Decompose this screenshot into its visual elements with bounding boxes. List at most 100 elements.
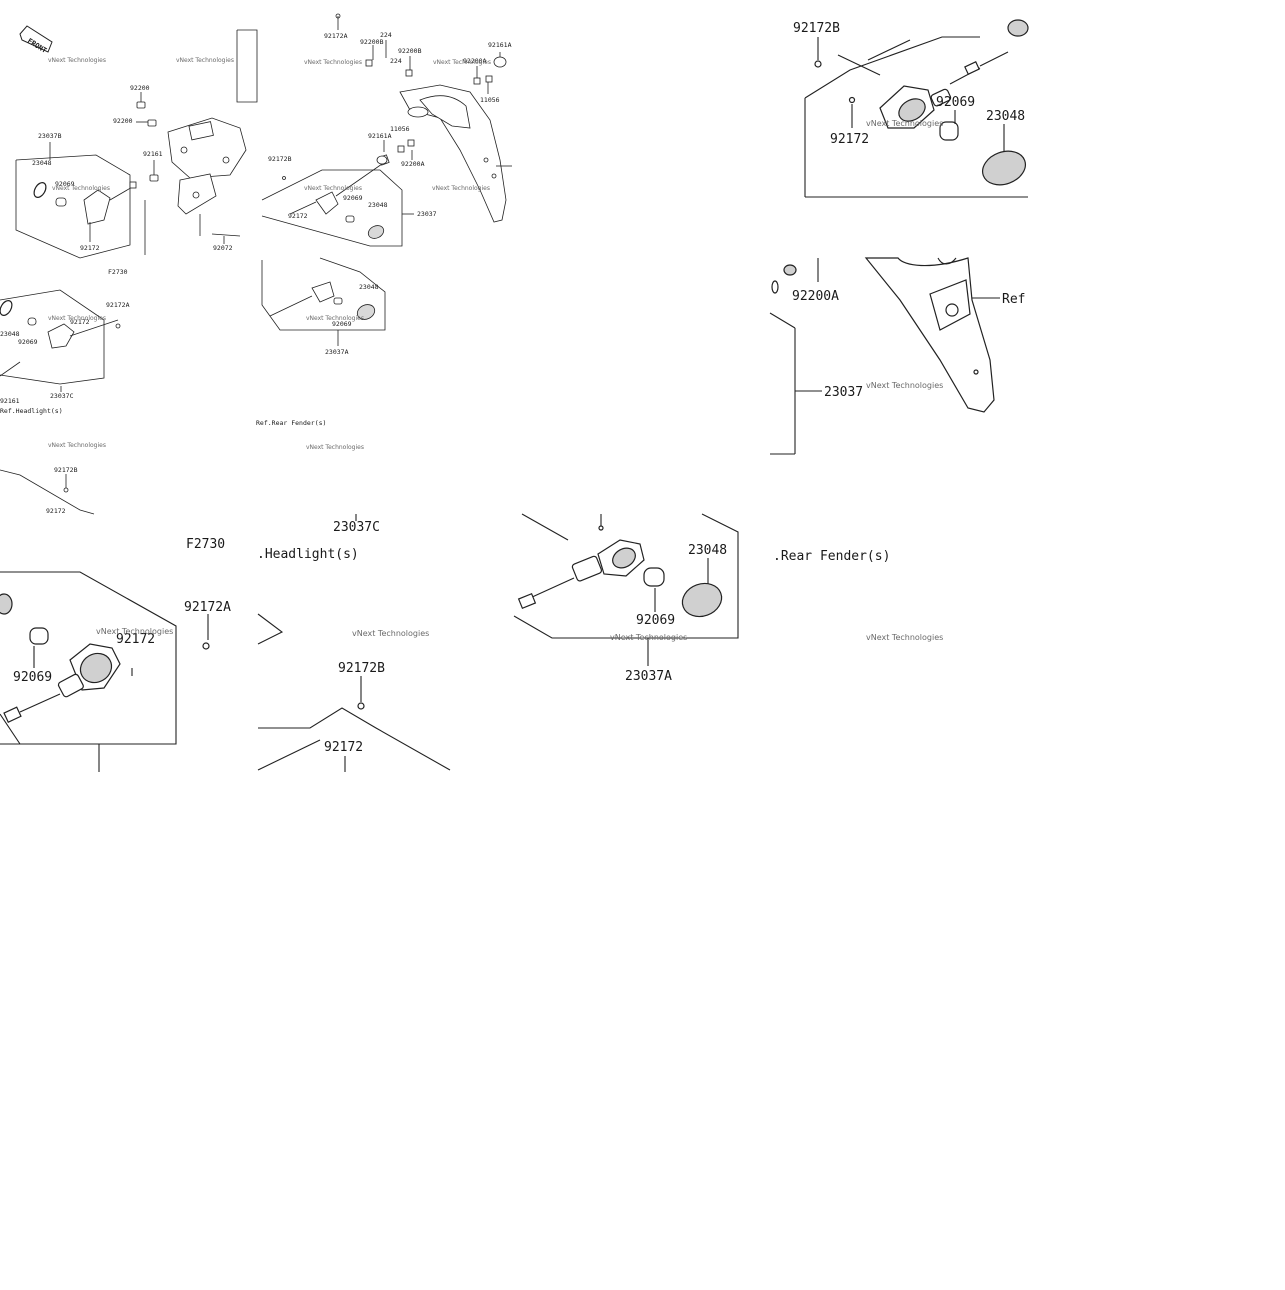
- frame-23037b: [15, 154, 131, 259]
- label-23048-c: 23048: [359, 283, 379, 291]
- turn-signal-23037c-part: [0, 300, 119, 377]
- label-23037b: 23037B: [38, 132, 62, 140]
- watermark: vNext Technologies: [96, 627, 173, 636]
- label-23037c: 23037C: [50, 392, 74, 400]
- label-224-b: 224: [390, 57, 402, 65]
- fastener-markers: [63, 13, 507, 493]
- label-92200b-b: 92200B: [398, 47, 422, 55]
- label-11056: 11056: [480, 96, 500, 104]
- watermark: vNext Technologies: [306, 315, 364, 322]
- watermark: vNext Technologies: [433, 59, 491, 66]
- watermark: vNext Technologies: [866, 119, 943, 128]
- overview-diagram: FRONT: [0, 13, 512, 515]
- label-92161a: 92161A: [488, 41, 512, 49]
- zoom-bm-label-92172: 92172: [324, 740, 363, 755]
- zoom-bm-label-92172b: 92172B: [338, 661, 385, 676]
- zoom-bl-label-92172a: 92172A: [184, 600, 231, 615]
- turn-signal-zoom-23037c-part: [0, 593, 210, 723]
- frame-23037: [261, 169, 403, 247]
- label-92172-d: 92172: [46, 507, 66, 515]
- rear-fender-part: [399, 84, 512, 223]
- watermark: vNext Technologies: [866, 381, 943, 390]
- zoom-top-right: 92172B 92069 23048 92172 vNext Technolog…: [793, 19, 1029, 198]
- label-92172a-b: 92172A: [106, 301, 130, 309]
- front-arrow-icon: FRONT: [19, 25, 53, 55]
- label-92172-b: 92172: [288, 212, 308, 220]
- label-224: 224: [380, 31, 392, 39]
- zoom-bm-label-23037c: 23037C: [333, 520, 380, 535]
- label-92200a-b: 92200A: [401, 160, 425, 168]
- label-92161a-b: 92161A: [368, 132, 392, 140]
- turn-signal-zoom-23037a-part: [517, 525, 723, 618]
- zoom-bc-label-92069: 92069: [636, 613, 675, 628]
- zoom-bl-label-92172: 92172: [116, 632, 155, 647]
- zoom-bl-label-f2730: F2730: [186, 537, 225, 552]
- leader-lines: [49, 16, 501, 488]
- label-92172-c: 92172: [70, 318, 90, 326]
- overview-watermarks: vNext Technologies vNext Technologies vN…: [48, 57, 491, 451]
- zoom-bottom-right: .Rear Fender(s) vNext Technologies: [773, 549, 943, 642]
- label-92069: 92069: [55, 180, 75, 188]
- ref-rear-fender-label: Ref.Rear Fender(s): [256, 419, 326, 427]
- zoom-bc-label-23048: 23048: [688, 543, 727, 558]
- label-92069-c: 92069: [332, 320, 352, 328]
- watermark: vNext Technologies: [304, 185, 362, 192]
- frame-clipped-right: [236, 29, 258, 103]
- label-23048: 23048: [32, 159, 52, 167]
- label-92161: 92161: [143, 150, 163, 158]
- label-92072: 92072: [213, 244, 233, 252]
- watermark: vNext Technologies: [48, 442, 106, 449]
- label-92200-b: 92200: [113, 117, 133, 125]
- watermark: vNext Technologies: [352, 629, 429, 638]
- label-92161-b: 92161: [0, 397, 20, 405]
- label-92200: 92200: [130, 84, 150, 92]
- watermark: vNext Technologies: [48, 315, 106, 322]
- label-92172b-b: 92172B: [54, 466, 78, 474]
- zoom-tr-label-92069: 92069: [936, 95, 975, 110]
- watermark: vNext Technologies: [52, 185, 110, 192]
- label-23048-d: 23048: [0, 330, 20, 338]
- zoom-tr-label-92172: 92172: [830, 132, 869, 147]
- label-92200a: 92200A: [463, 57, 487, 65]
- turn-signal-23037a-part: [269, 281, 376, 320]
- zoom-bottom-center: 23048 92069 23037A vNext Technologies: [513, 513, 739, 684]
- label-92069-b: 92069: [343, 194, 363, 202]
- frame-23037c: [0, 289, 105, 385]
- zoom-mr-label-ref: Ref: [1002, 292, 1025, 307]
- zoom-bottom-mid: 23037C .Headlight(s) 92172B 92172 vNext …: [257, 514, 451, 772]
- zoom-bc-label-23037a: 23037A: [625, 669, 672, 684]
- ref-headlight-label: Ref.Headlight(s): [0, 407, 63, 415]
- turn-signal-23037-part: [289, 154, 390, 239]
- label-92069-d: 92069: [18, 338, 38, 346]
- watermark: vNext Technologies: [176, 57, 234, 64]
- watermark: vNext Technologies: [304, 59, 362, 66]
- license-bracket-part: [167, 117, 247, 237]
- turn-signal-zoom-part: [814, 19, 1029, 186]
- label-f2730: F2730: [108, 268, 128, 276]
- watermark: vNext Technologies: [866, 633, 943, 642]
- zoom-mr-label-23037: 23037: [824, 385, 863, 400]
- zoom-bm-ref-headlight: .Headlight(s): [257, 547, 359, 562]
- zoom-br-ref-rear-fender: .Rear Fender(s): [773, 549, 890, 564]
- watermark: vNext Technologies: [48, 57, 106, 64]
- zoom-mr-label-92200a: 92200A: [792, 289, 839, 304]
- turn-signal-23037b-part: [33, 181, 137, 232]
- label-23037a: 23037A: [325, 348, 349, 356]
- zoom-bottom-left: F2730 92172A 92069 92172 vNext Technolog…: [0, 537, 231, 772]
- label-92172b: 92172B: [268, 155, 292, 163]
- frame-23037a: [261, 257, 386, 331]
- watermark: vNext Technologies: [432, 185, 490, 192]
- overview-labels: 92172A 92200B 224 224 92200B 92161A 9220…: [0, 31, 512, 515]
- watermark: vNext Technologies: [306, 444, 364, 451]
- frame-lower-left: [0, 469, 95, 515]
- label-23048-b: 23048: [368, 201, 388, 209]
- zoom-bl-label-92069: 92069: [13, 670, 52, 685]
- label-92200b: 92200B: [360, 38, 384, 46]
- watermark: vNext Technologies: [610, 633, 687, 642]
- zoom-tr-label-23048: 23048: [986, 109, 1025, 124]
- zoom-middle-right: 92200A Ref 23037 vNext Technologies: [769, 257, 1025, 455]
- zoom-tr-label-92172b: 92172B: [793, 21, 840, 36]
- label-92172a: 92172A: [324, 32, 348, 40]
